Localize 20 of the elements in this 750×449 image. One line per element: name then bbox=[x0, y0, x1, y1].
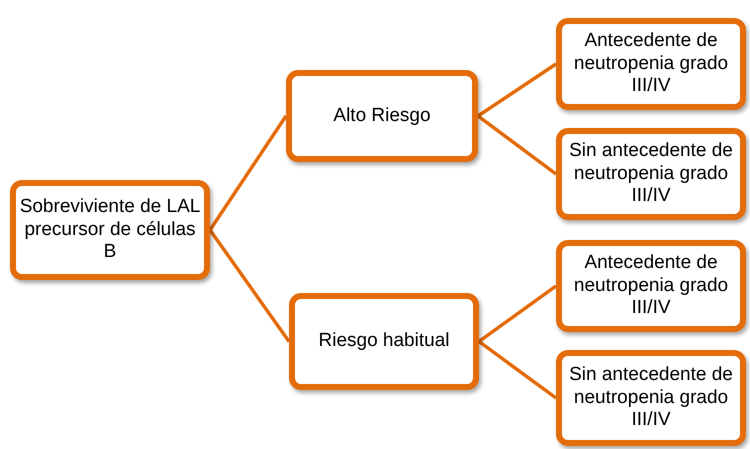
process-box bbox=[556, 128, 746, 220]
process-box bbox=[556, 18, 746, 110]
node-label: Sin antecedente de neutropenia grado III/IV bbox=[568, 364, 734, 432]
process-box bbox=[289, 293, 479, 390]
node-label: Antecedente de neutropenia grado III/IV bbox=[572, 252, 730, 320]
connector-line bbox=[476, 114, 558, 176]
connector-line bbox=[478, 284, 558, 343]
node-label: Alto Riesgo bbox=[332, 104, 432, 128]
process-box bbox=[556, 240, 746, 332]
node-label: Riesgo habitual bbox=[318, 330, 450, 353]
connector-line bbox=[477, 62, 557, 118]
node-label: Antecedente de neutropenia grado III/IV bbox=[572, 30, 730, 98]
connector-line bbox=[208, 115, 288, 231]
process-box bbox=[286, 70, 478, 162]
node-label: Sobreviviente de LAL precursor de células B bbox=[18, 196, 202, 264]
connector-line bbox=[208, 228, 290, 343]
node-label: Sin antecedente de neutropenia grado III/IV bbox=[568, 140, 734, 208]
process-box bbox=[10, 180, 210, 280]
process-box bbox=[556, 350, 746, 446]
connector-line bbox=[478, 340, 558, 400]
